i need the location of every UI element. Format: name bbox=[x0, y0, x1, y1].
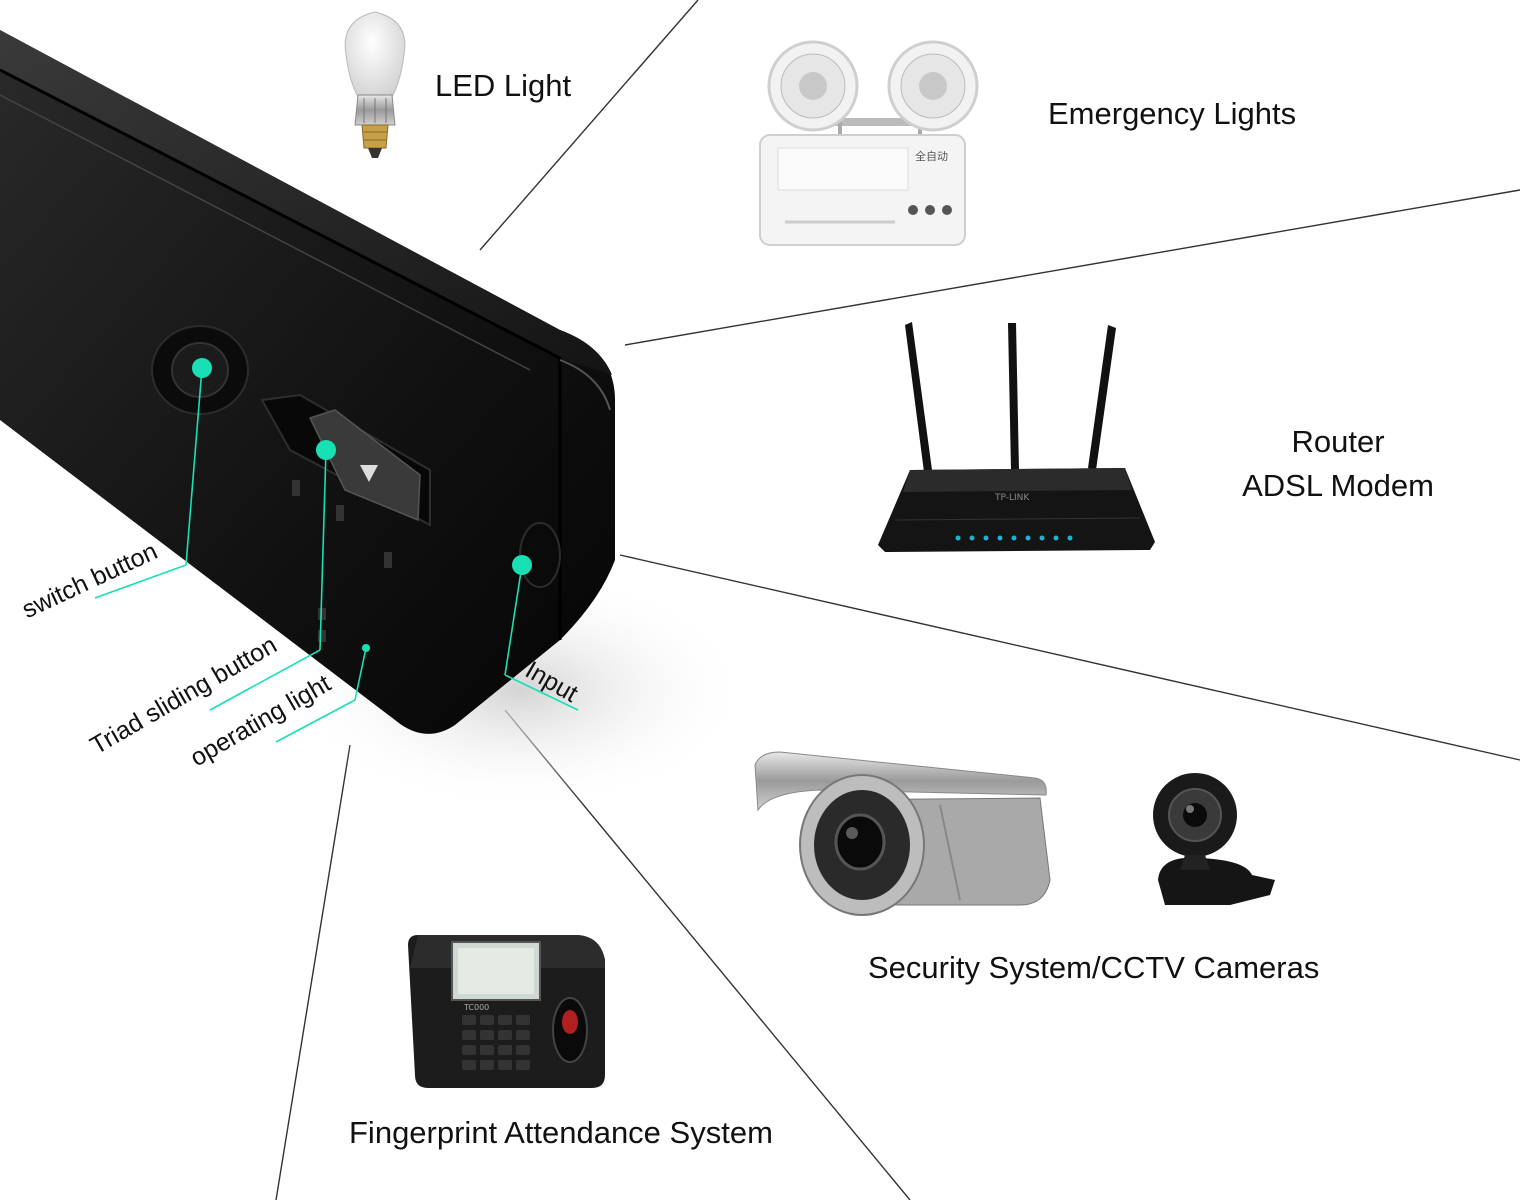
fingerprint-system-label: Fingerprint Attendance System bbox=[349, 1115, 773, 1150]
sliding-button-indicator bbox=[316, 440, 336, 460]
power-unit-device bbox=[0, 30, 615, 734]
input-indicator bbox=[512, 555, 532, 575]
cctv-camera-icon bbox=[754, 751, 1051, 916]
emergency-lights-label: Emergency Lights bbox=[1048, 96, 1297, 131]
terminal-model-marking: TC000 bbox=[463, 1003, 489, 1012]
webcam-icon bbox=[1153, 773, 1275, 905]
adsl-modem-label: ADSL Modem bbox=[1242, 468, 1434, 503]
security-cctv-label: Security System/CCTV Cameras bbox=[868, 950, 1320, 985]
switch-button-indicator bbox=[192, 358, 212, 378]
ray-top bbox=[479, 0, 699, 251]
led-light-label: LED Light bbox=[435, 68, 572, 103]
fingerprint-terminal-icon bbox=[408, 935, 605, 1088]
emergency-panel-marking: 全自动 bbox=[915, 149, 948, 163]
router-label: Router bbox=[1291, 424, 1385, 459]
router-brand-marking: TP-LINK bbox=[994, 493, 1030, 503]
led-bulb-icon bbox=[344, 11, 406, 158]
ray-bottom-left bbox=[275, 744, 351, 1200]
callout-markers bbox=[94, 367, 579, 743]
input-socket bbox=[519, 522, 561, 588]
router-icon bbox=[878, 322, 1155, 552]
ray-upper-right bbox=[624, 189, 1521, 346]
emergency-lights-icon bbox=[759, 40, 979, 246]
ray-lower-right bbox=[619, 554, 1521, 761]
operating-light-indicator bbox=[362, 644, 370, 652]
